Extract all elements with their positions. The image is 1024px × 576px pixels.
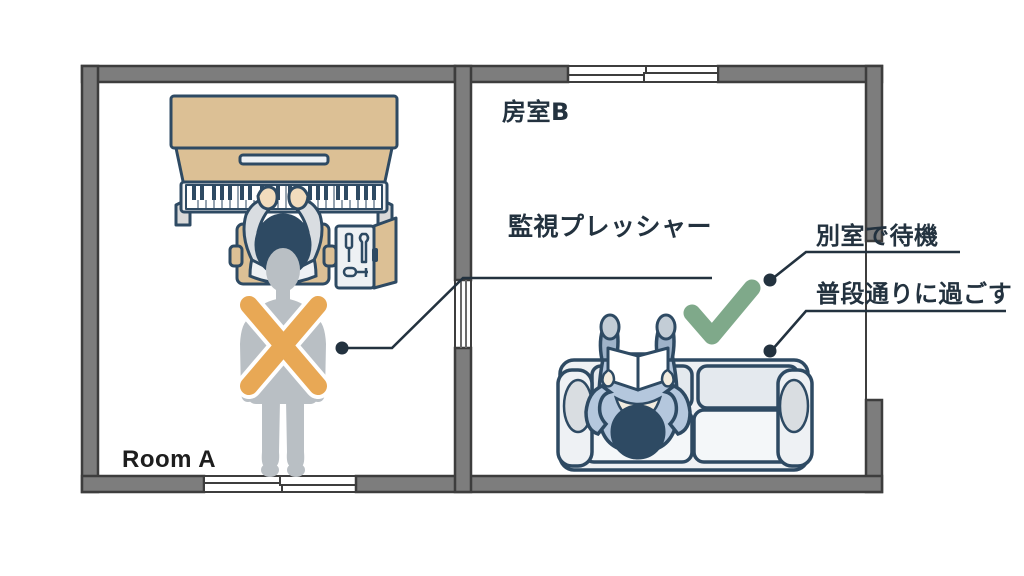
leader-line-normal (771, 309, 1006, 351)
reader-head (610, 404, 666, 460)
room-a-label: Room A (122, 446, 217, 473)
upright-piano (169, 94, 399, 227)
annotation-pressure-label: 監視プレッシャー (508, 212, 713, 241)
x-mark-icon (236, 292, 331, 399)
leader-line-pressure (345, 276, 712, 350)
room-b-label: 房室B (502, 98, 570, 126)
wall-right-upper (864, 64, 884, 243)
leader-dot-wait (763, 273, 777, 287)
leader-line-wait (771, 250, 960, 281)
check-mark-icon (683, 279, 761, 345)
room-a-inner-outline (97, 81, 456, 477)
walls (80, 64, 884, 494)
sliding-window (567, 65, 719, 83)
leader-dot-normal (763, 344, 777, 358)
annotation-normal-label: 普段通りに過ごす (816, 280, 1013, 308)
wall-bottom-left (80, 474, 206, 494)
wall-top-left (80, 64, 457, 84)
room-b-contents (556, 279, 814, 472)
annotation-wait-label: 別室で待機 (816, 222, 939, 250)
wall-left (80, 64, 100, 494)
leader-lines (335, 250, 1006, 358)
sliding-door (203, 475, 357, 493)
wall-top-right (716, 64, 884, 84)
person-reading-book (584, 313, 692, 460)
tool-case-icon (334, 216, 398, 290)
wall-center-upper (453, 64, 473, 282)
wall-center-lower (453, 346, 473, 494)
room-a-contents (169, 94, 399, 477)
wall-bottom-right (354, 474, 884, 494)
leader-dot-pressure (335, 341, 349, 355)
